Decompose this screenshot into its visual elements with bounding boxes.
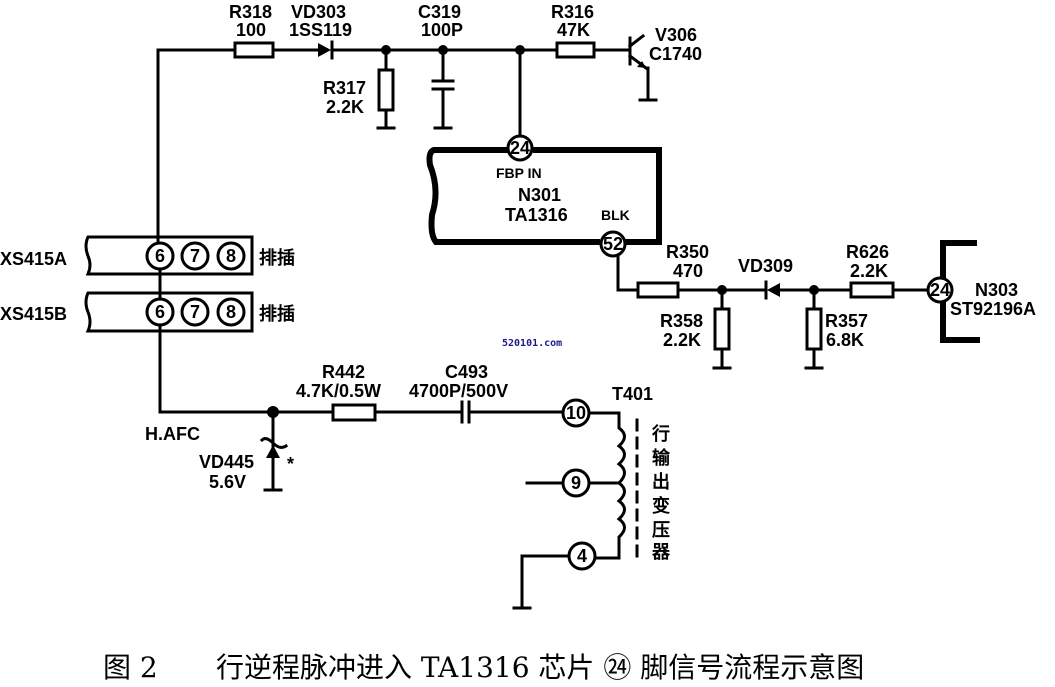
t401-label-char: 变 <box>652 495 670 517</box>
vd445-mark: * <box>287 454 294 474</box>
chip-n301-pin-52-name: BLK <box>601 207 630 223</box>
chip-n301-pin-52 <box>599 230 627 258</box>
connector-xs415b-pin-7 <box>180 297 210 327</box>
t401-pin-9-label: 9 <box>571 473 581 493</box>
r350-ref: R350 <box>666 242 709 262</box>
r350-value: 470 <box>673 261 703 281</box>
chip-n301-ref: N301 <box>518 185 561 205</box>
connector-xs415a-pin-7 <box>180 241 210 271</box>
t401-pin-4-label: 4 <box>577 546 587 566</box>
wire-t401-pin4-ground <box>520 554 571 610</box>
chip-n301-pin-24-label: 24 <box>510 138 530 158</box>
resistor-r357 <box>805 307 823 351</box>
c319-value: 100P <box>421 20 463 40</box>
figure-caption: 行逆程脉冲进入 TA1316 芯片 ㉔ 脚信号流程示意图 <box>216 651 864 684</box>
figure-number: 图 2 <box>103 651 158 684</box>
connector-xs415b-pin-8 <box>216 297 246 327</box>
connector-xs415a-pin-7-label: 7 <box>190 246 200 266</box>
chip-n303-ref: N303 <box>975 280 1018 300</box>
hafc-label: H.AFC <box>145 424 200 444</box>
zener-vd445 <box>266 445 280 458</box>
connector-xs415b-body <box>84 291 254 333</box>
watermark: 520101.com <box>502 338 562 349</box>
v306-value: C1740 <box>649 44 702 64</box>
r442-value: 4.7K/0.5W <box>296 381 381 401</box>
t401-label-char: 器 <box>651 542 671 563</box>
vd309-ref: VD309 <box>738 256 793 276</box>
r316-value: 47K <box>557 20 590 40</box>
connector-xs415a-pin-8-label: 8 <box>226 246 236 266</box>
t401-label-char: 输 <box>652 447 671 469</box>
connector-xs415a-pin-6-label: 6 <box>155 246 165 266</box>
r317-value: 2.2K <box>326 97 364 117</box>
r318-ref: R318 <box>229 2 272 22</box>
connector-xs415b-pin-7-label: 7 <box>190 302 200 322</box>
resistor-r358 <box>713 307 731 351</box>
r358-value: 2.2K <box>663 330 701 350</box>
r357-value: 6.8K <box>826 330 864 350</box>
vd445-ref: VD445 <box>199 452 254 472</box>
t401-label-char: 行 <box>651 423 670 445</box>
transistor-v306-arrow <box>637 61 646 68</box>
connector-xs415a-pin-8 <box>216 241 246 271</box>
wire-pin52-r350 <box>616 254 640 292</box>
chip-n303-value: ST92196A <box>950 299 1036 319</box>
wire-left-vertical <box>156 48 237 247</box>
r318-value: 100 <box>236 20 266 40</box>
t401-coil <box>616 411 626 560</box>
r442-ref: R442 <box>322 362 365 382</box>
c493-ref: C493 <box>445 362 488 382</box>
connector-xs415b-pin-6-label: 6 <box>155 302 165 322</box>
chip-n303-pin-24 <box>926 276 954 304</box>
t401-ref: T401 <box>612 384 653 404</box>
resistor-r317 <box>377 68 395 112</box>
vd445-value: 5.6V <box>209 472 246 492</box>
chip-n301-pin-24 <box>506 134 534 162</box>
chip-n301-value: TA1316 <box>505 205 568 225</box>
connector-xs415b-label: 排插 <box>259 303 295 325</box>
r626-value: 2.2K <box>850 261 888 281</box>
resistor-r316 <box>555 41 596 59</box>
r317-ref: R317 <box>323 78 366 98</box>
r358-ref: R358 <box>660 311 703 331</box>
connector-xs415b-ref: XS415B <box>0 304 67 324</box>
r357-ref: R357 <box>825 311 868 331</box>
connector-xs415b-pin-8-label: 8 <box>226 302 236 322</box>
t401-label-char: 出 <box>652 471 670 493</box>
resistor-r318 <box>233 41 275 59</box>
connector-xs415a-body <box>84 235 254 276</box>
resistor-r350 <box>636 281 680 299</box>
r626-ref: R626 <box>846 242 889 262</box>
chip-n303-pin-24-label: 24 <box>930 280 950 300</box>
chip-n301-pin-52-label: 52 <box>603 234 623 254</box>
t401-label: 行 输 出 变 压 器 <box>651 423 671 563</box>
t401-pin-10-label: 10 <box>566 403 586 423</box>
diode-vd309 <box>767 283 780 297</box>
resistor-r626 <box>849 281 895 299</box>
vd303-value: 1SS119 <box>289 20 352 40</box>
junction-pin24-tap <box>515 45 525 55</box>
diode-vd303 <box>318 43 331 57</box>
c493-value: 4700P/500V <box>409 381 508 401</box>
c319-ref: C319 <box>418 2 461 22</box>
zener-vd445-bar <box>259 437 289 449</box>
t401-label-char: 压 <box>652 520 670 541</box>
vd303-ref: VD303 <box>291 2 346 22</box>
resistor-r442 <box>331 403 377 422</box>
r316-ref: R316 <box>551 2 594 22</box>
connector-xs415a-label: 排插 <box>259 247 295 269</box>
chip-n301-pin-24-name: FBP IN <box>496 165 542 181</box>
v306-ref: V306 <box>655 25 697 45</box>
chip-n301-body <box>426 147 662 245</box>
connector-xs415a-ref: XS415A <box>0 249 67 269</box>
transistor-v306-collector <box>627 33 646 49</box>
